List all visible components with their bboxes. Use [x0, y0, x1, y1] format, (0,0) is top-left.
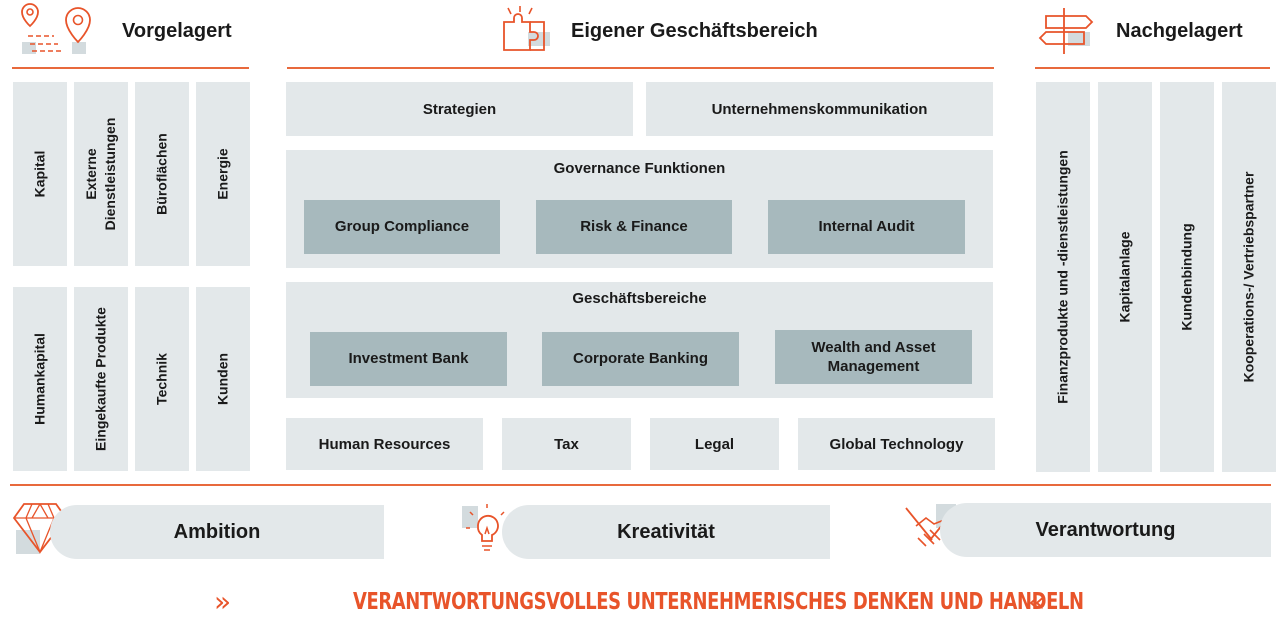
own-item-global-technology: Global Technology	[798, 418, 995, 470]
upstream-item-eingekaufte-produkte: Eingekaufte Produkte	[74, 287, 128, 471]
own-item-legal: Legal	[650, 418, 779, 470]
motto-right-chevron: «	[1028, 585, 1046, 618]
own-rule	[287, 67, 994, 69]
downstream-rule	[1035, 67, 1270, 69]
upstream-item-humankapital: Humankapital	[13, 287, 67, 471]
governance-item-risk-finance: Risk & Finance	[536, 200, 732, 254]
own-item-unternehmenskommunikation: Unternehmenskommunikation	[646, 82, 993, 136]
business-item-wealth-asset-management: Wealth and Asset Management	[775, 330, 972, 384]
value-ambition: Ambition	[50, 505, 384, 559]
upstream-rule	[12, 67, 249, 69]
business-title: Geschäftsbereiche	[572, 290, 707, 307]
puzzle-icon	[500, 6, 555, 62]
own-item-tax: Tax	[502, 418, 631, 470]
business-panel: Geschäftsbereiche Investment Bank Corpor…	[286, 282, 993, 398]
motto-row: » VERANTWORTUNGSVOLLES UNTERNEHMERISCHES…	[0, 585, 1281, 621]
governance-item-group-compliance: Group Compliance	[304, 200, 500, 254]
downstream-item-kundenbindung: Kundenbindung	[1160, 82, 1214, 472]
downstream-item-finanzprodukte: Finanzprodukte und -dienstleistungen	[1036, 82, 1090, 472]
downstream-header: Nachgelagert	[1036, 6, 1276, 62]
value-kreativitaet: Kreativität	[502, 505, 830, 559]
motto-left-chevron: »	[214, 585, 232, 618]
downstream-item-vertriebspartner: Kooperations-/ Vertriebspartner	[1222, 82, 1276, 472]
governance-title: Governance Funktionen	[553, 160, 726, 177]
upstream-item-bueroflaechen: Büroflächen	[135, 82, 189, 266]
motto-text: VERANTWORTUNGSVOLLES UNTERNEHMERISCHES D…	[353, 589, 1084, 615]
own-item-strategien: Strategien	[286, 82, 633, 136]
values-rule	[10, 484, 1271, 486]
upstream-header: Vorgelagert	[10, 3, 255, 62]
governance-panel: Governance Funktionen Group Compliance R…	[286, 150, 993, 268]
governance-item-internal-audit: Internal Audit	[768, 200, 965, 254]
upstream-item-energie: Energie	[196, 82, 250, 266]
downstream-item-kapitalanlage: Kapitalanlage	[1098, 82, 1152, 472]
own-title: Eigener Geschäftsbereich	[571, 20, 818, 42]
signpost-icon	[1036, 6, 1096, 62]
diamond-icon	[10, 500, 70, 558]
upstream-item-technik: Technik	[135, 287, 189, 471]
business-item-investment-bank: Investment Bank	[310, 332, 507, 386]
upstream-item-externe-dienstleistungen: Externe Dienstleistungen	[74, 82, 128, 266]
value-verantwortung: Verantwortung	[940, 503, 1271, 557]
location-pin-icon	[10, 3, 105, 62]
upstream-item-kunden: Kunden	[196, 287, 250, 471]
downstream-title: Nachgelagert	[1116, 20, 1243, 42]
own-header: Eigener Geschäftsbereich	[500, 6, 860, 62]
upstream-item-kapital: Kapital	[13, 82, 67, 266]
upstream-title: Vorgelagert	[122, 20, 232, 42]
lightbulb-icon	[458, 500, 518, 558]
business-item-corporate-banking: Corporate Banking	[542, 332, 739, 386]
own-item-human-resources: Human Resources	[286, 418, 483, 470]
